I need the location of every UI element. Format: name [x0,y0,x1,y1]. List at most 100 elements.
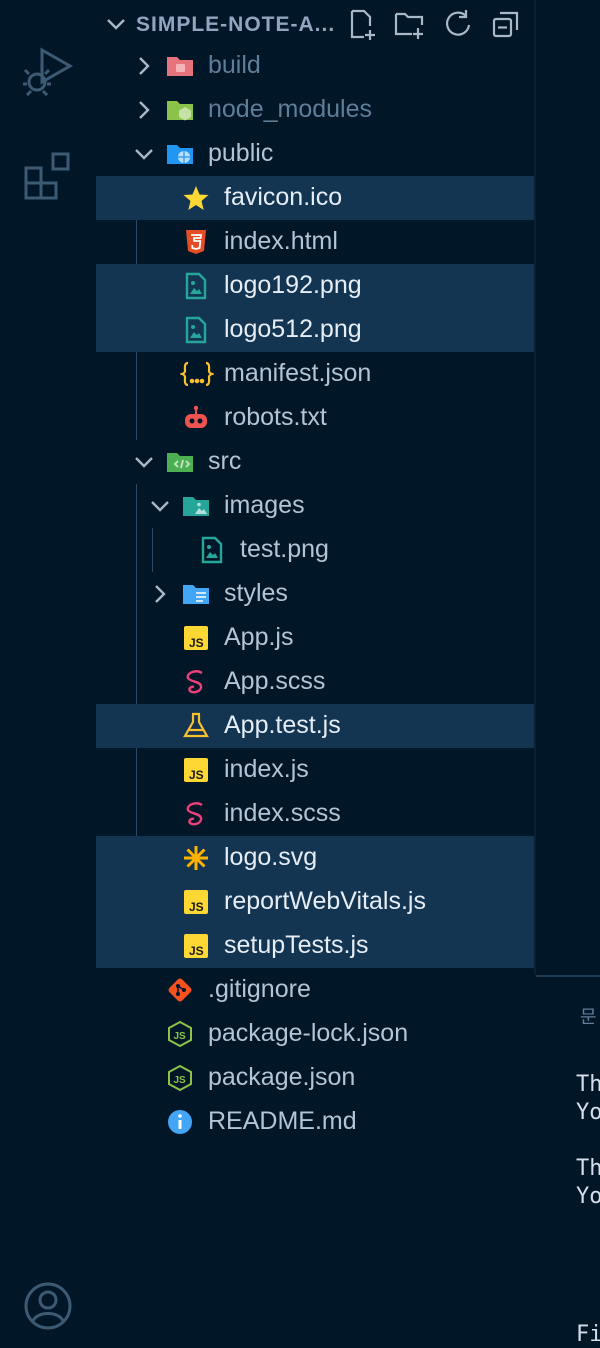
tree-item-label: README.md [208,1107,357,1135]
indent-guide [152,528,153,572]
tree-item-label: public [208,139,274,167]
info-icon [166,1108,194,1136]
svg-asterisk-icon [182,844,210,872]
svg-text:JS: JS [189,768,204,782]
tree-file-robots-txt[interactable]: robots.txt [96,396,534,440]
tree-file-favicon[interactable]: favicon.ico [96,176,534,220]
javascript-icon: JS [182,756,210,784]
tree-folder-images[interactable]: images [96,484,534,528]
editor-line: Th [576,1072,600,1097]
tree-folder-node-modules[interactable]: node_modules [96,88,534,132]
tree-file-package-json[interactable]: JS package.json [96,1056,534,1100]
html5-icon [182,228,210,256]
editor-tab-label[interactable]: 문 [580,1007,597,1027]
folder-styles-icon [182,580,210,608]
run-debug-icon[interactable] [22,44,74,96]
folder-build-icon [166,52,194,80]
chevron-down-icon [148,494,172,518]
folder-node-icon [166,96,194,124]
tree-item-label: src [208,447,242,475]
chevron-right-icon [148,582,172,606]
tree-file-gitignore[interactable]: .gitignore [96,968,534,1012]
editor-line: Yo [576,1100,600,1125]
tree-file-app-js[interactable]: JS App.js [96,616,534,660]
nodejs-icon: JS [166,1064,194,1092]
tree-item-label: test.png [240,535,329,563]
tree-file-test-png[interactable]: test.png [96,528,534,572]
image-file-icon [182,316,210,344]
tree-item-label: index.html [224,227,338,255]
tree-item-label: robots.txt [224,403,327,431]
tree-file-readme-md[interactable]: README.md [96,1100,534,1144]
explorer-panel: SIMPLE-NOTE-A... [96,0,534,1346]
tree-item-label: setupTests.js [224,931,369,959]
tree-file-manifest-json[interactable]: manifest.json [96,352,534,396]
refresh-icon[interactable] [442,8,474,40]
editor-pane[interactable]: 문 Th Yo Th Yo Fi [536,975,600,1348]
tree-item-label: .gitignore [208,975,311,1003]
extensions-icon[interactable] [22,150,74,202]
tree-item-label: index.scss [224,799,341,827]
account-icon[interactable] [22,1280,74,1332]
tree-file-app-test-js[interactable]: App.test.js [96,704,534,748]
tree-item-label: logo512.png [224,315,362,343]
tree-file-index-scss[interactable]: index.scss [96,792,534,836]
tree-item-label: logo.svg [224,843,318,871]
editor-line: Yo [576,1184,600,1209]
tree-item-label: build [208,51,261,79]
tree-item-label: manifest.json [224,359,372,387]
tree-item-label: node_modules [208,95,373,123]
tree-item-label: logo192.png [224,271,362,299]
tree-file-setup-tests-js[interactable]: JS setupTests.js [96,924,534,968]
sass-icon [182,668,210,696]
tree-folder-public[interactable]: public [96,132,534,176]
tree-file-index-js[interactable]: JS index.js [96,748,534,792]
tree-folder-src[interactable]: src [96,440,534,484]
folder-images-icon [182,492,210,520]
tree-item-label: styles [224,579,288,607]
git-icon [166,976,194,1004]
tree-folder-build[interactable]: build [96,44,534,88]
folder-public-icon [166,140,194,168]
sass-icon [182,800,210,828]
tree-item-label: images [224,491,305,519]
svg-text:JS: JS [189,900,204,914]
tree-item-label: reportWebVitals.js [224,887,426,915]
javascript-icon: JS [182,932,210,960]
javascript-icon: JS [182,624,210,652]
tree-file-index-html[interactable]: index.html [96,220,534,264]
star-icon [182,184,210,212]
explorer-header: SIMPLE-NOTE-A... [96,0,534,48]
tree-item-label: index.js [224,755,309,783]
tree-file-logo192[interactable]: logo192.png [96,264,534,308]
image-file-icon [182,272,210,300]
svg-text:JS: JS [174,1031,187,1042]
tree-item-label: package-lock.json [208,1019,409,1047]
json-braces-icon [180,360,214,388]
activity-bar [0,0,96,1346]
chevron-down-icon[interactable] [104,12,128,36]
collapse-all-icon[interactable] [490,8,522,40]
tree-file-logo512[interactable]: logo512.png [96,308,534,352]
test-flask-icon [182,712,210,740]
tree-item-label: App.scss [224,667,326,695]
tree-item-label: favicon.ico [224,183,343,211]
svg-text:JS: JS [189,636,204,650]
new-folder-icon[interactable] [394,8,426,40]
tree-item-label: App.js [224,623,294,651]
tree-item-label: package.json [208,1063,356,1091]
tree-file-package-lock-json[interactable]: JS package-lock.json [96,1012,534,1056]
chevron-right-icon [132,98,156,122]
image-file-icon [198,536,226,564]
panel-divider[interactable] [534,0,536,975]
robot-icon [182,404,210,432]
tree-file-app-scss[interactable]: App.scss [96,660,534,704]
javascript-icon: JS [182,888,210,916]
tree-folder-styles[interactable]: styles [96,572,534,616]
workspace-title[interactable]: SIMPLE-NOTE-A... [136,13,336,36]
editor-line: Th [576,1156,600,1181]
chevron-down-icon [132,450,156,474]
tree-file-logo-svg[interactable]: logo.svg [96,836,534,880]
tree-file-report-web-vitals-js[interactable]: JS reportWebVitals.js [96,880,534,924]
new-file-icon[interactable] [346,8,378,40]
